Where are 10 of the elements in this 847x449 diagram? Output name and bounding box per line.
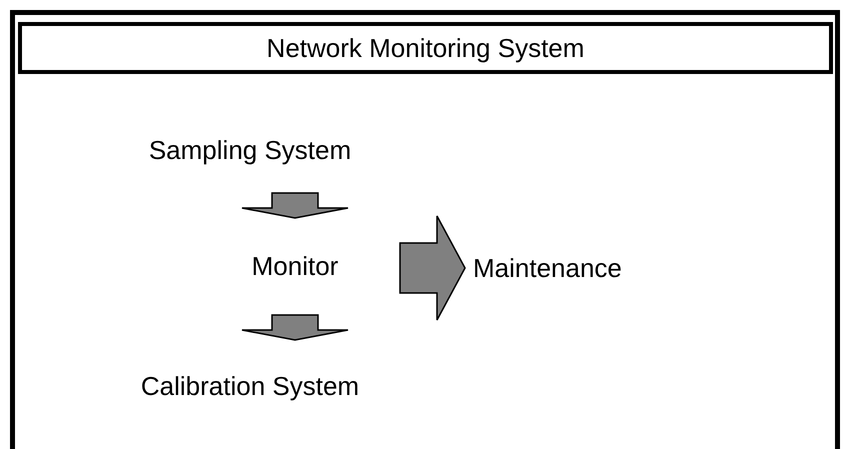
node-label: Monitor	[252, 251, 338, 282]
block-arrow	[241, 192, 349, 219]
node-label: Calibration System	[140, 371, 360, 402]
block-arrow	[241, 314, 349, 341]
node-label: Maintenance	[473, 252, 622, 284]
outer-frame	[10, 10, 840, 449]
block-arrow	[399, 215, 466, 321]
title-box	[18, 22, 833, 74]
node-label: Sampling System	[148, 135, 352, 166]
title-text: Network Monitoring System	[266, 32, 584, 64]
